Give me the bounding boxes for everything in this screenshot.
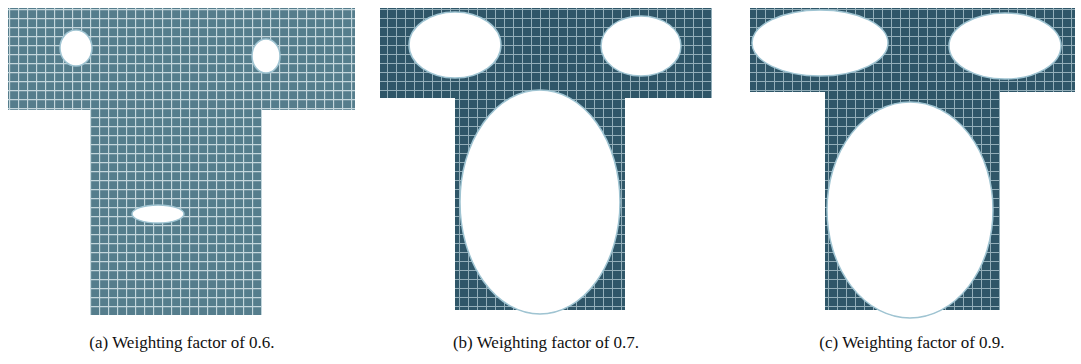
subfigure-caption: (b) Weighting factor of 0.7. (453, 333, 639, 353)
t-shape (8, 8, 355, 315)
subfigure-caption: (c) Weighting factor of 0.9. (819, 333, 1004, 353)
t-mesh-panel (8, 8, 355, 315)
void-hole (252, 39, 280, 73)
void-hole (601, 16, 681, 76)
void-hole (60, 30, 92, 66)
t-mesh-panel (380, 8, 712, 314)
void-hole (409, 12, 501, 78)
t-mesh-panel (750, 8, 1075, 318)
t-shape (380, 8, 712, 314)
t-shape (750, 8, 1075, 318)
void-hole (827, 102, 993, 318)
void-hole (752, 10, 888, 76)
subfigure-caption: (a) Weighting factor of 0.6. (89, 333, 274, 353)
void-hole (132, 205, 184, 223)
void-hole (460, 90, 620, 314)
void-hole (949, 13, 1061, 79)
mesh-lines (8, 8, 355, 315)
